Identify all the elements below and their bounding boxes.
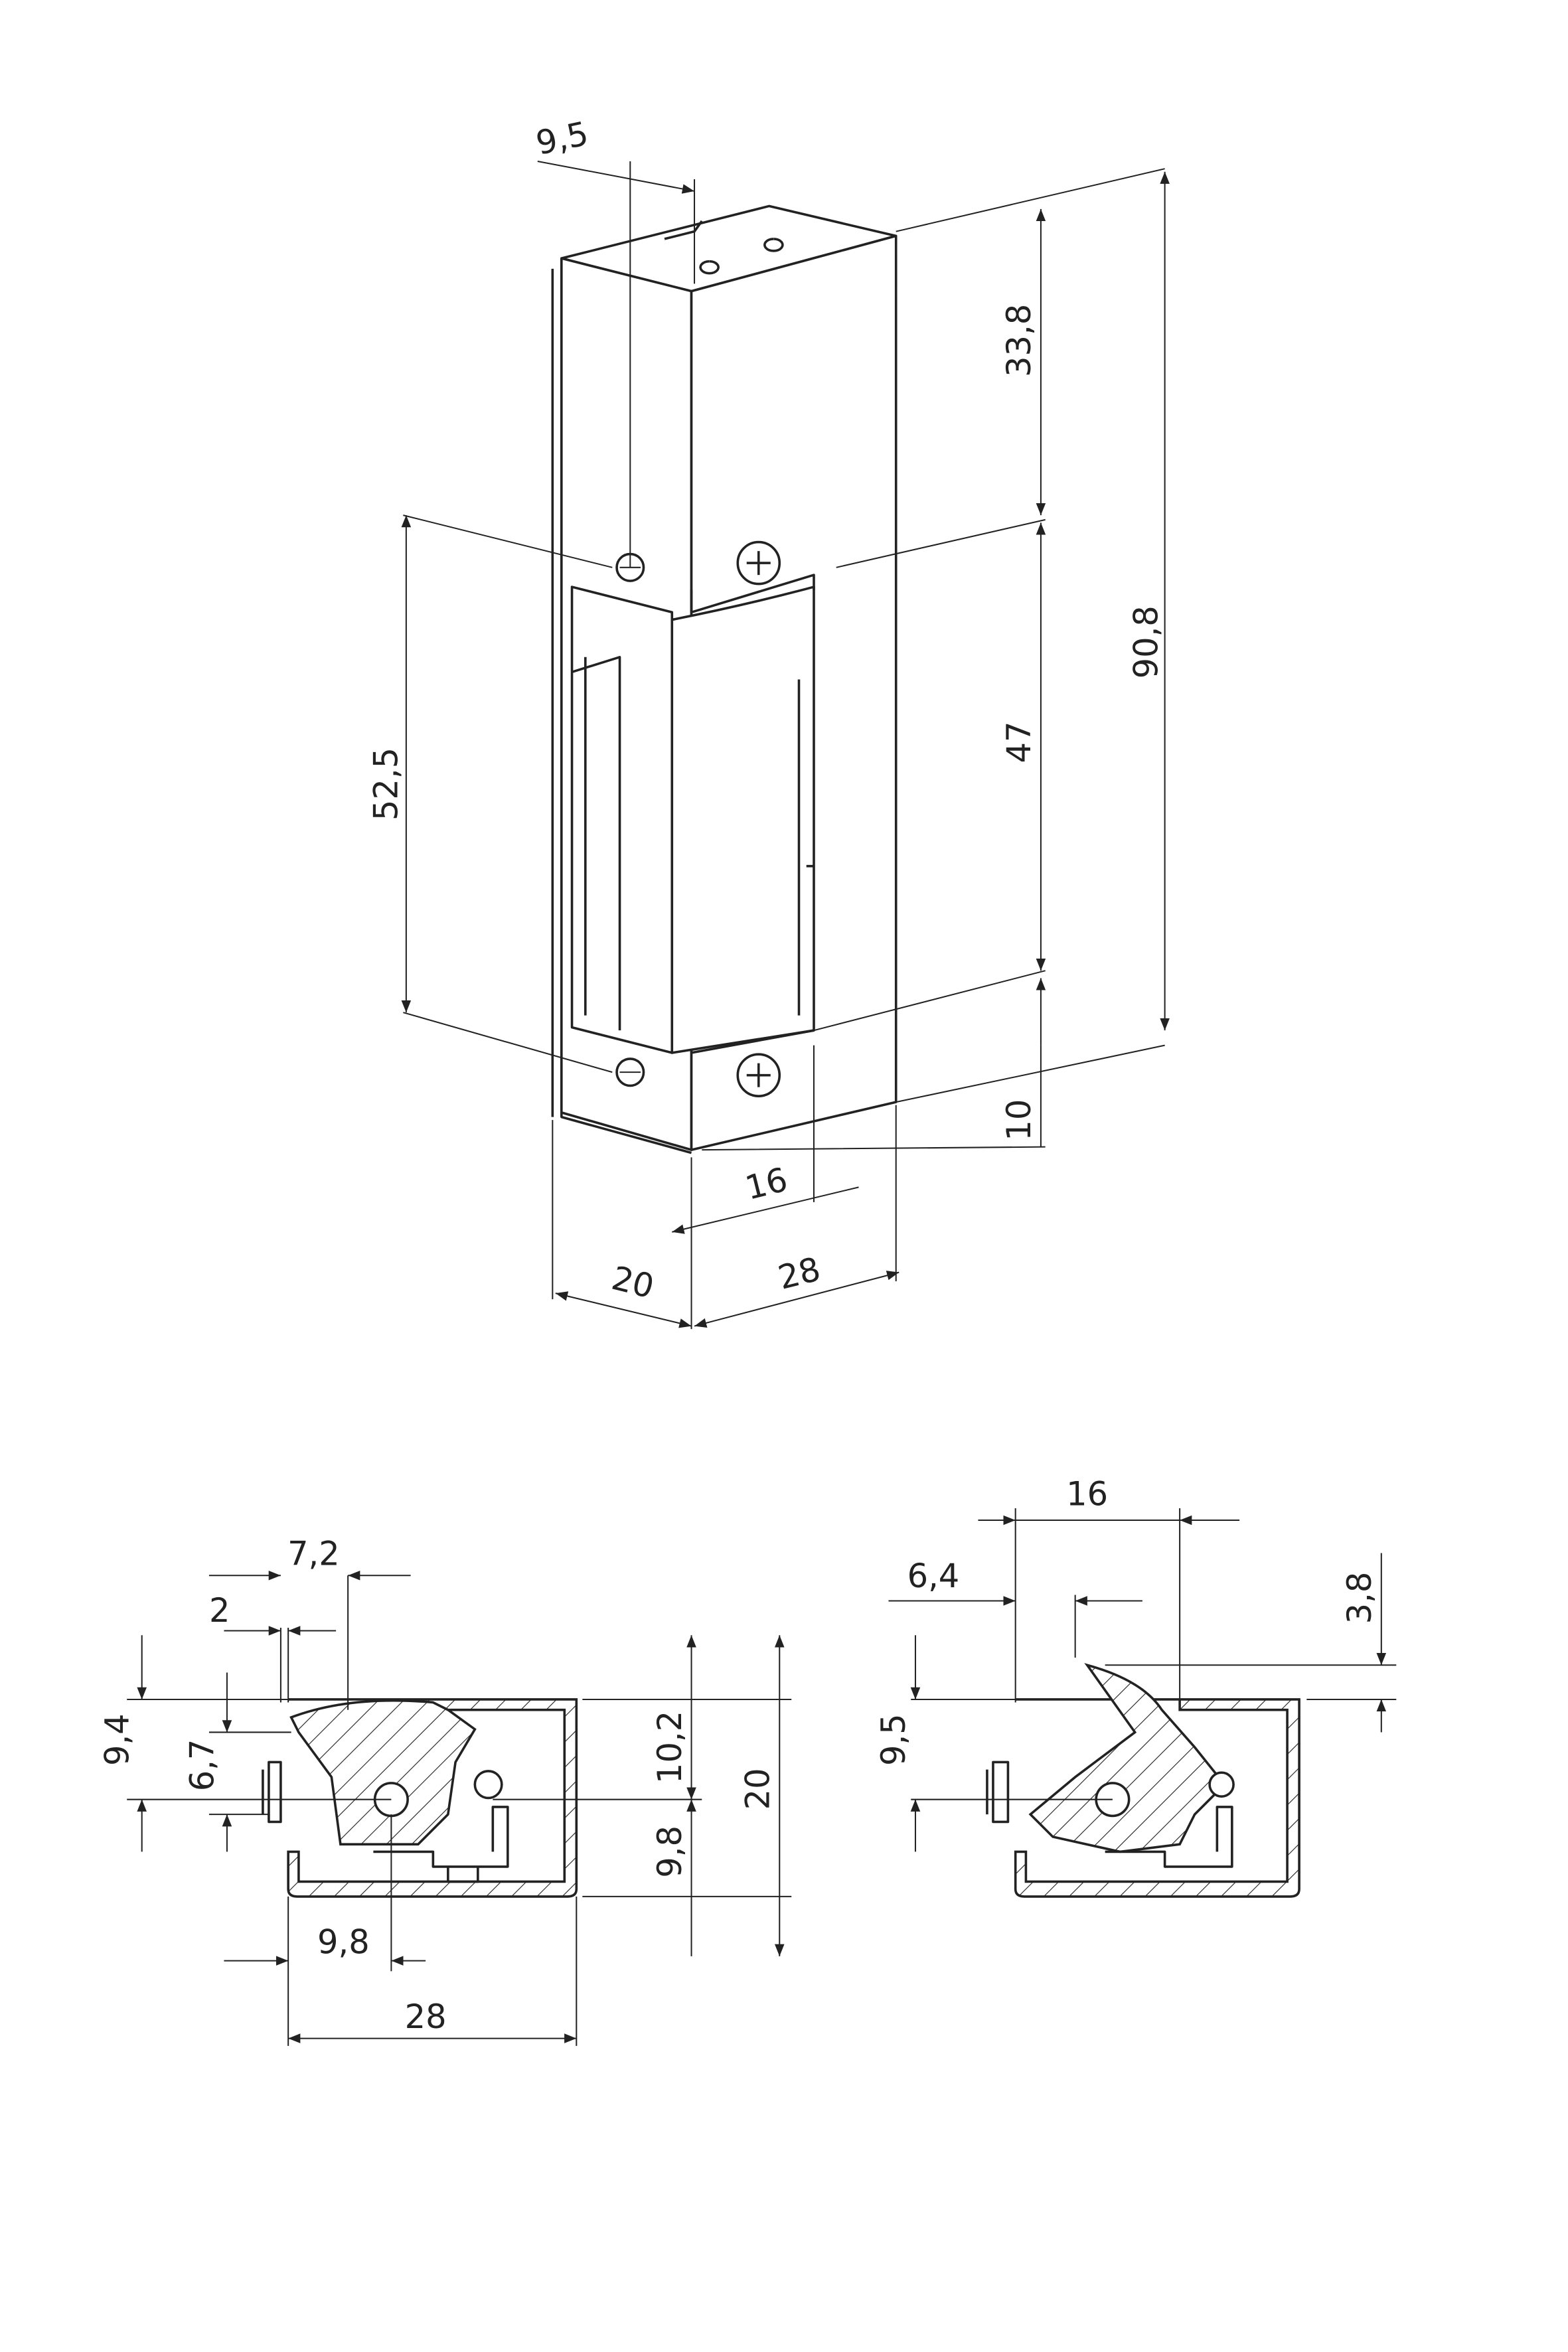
housing-open — [1014, 1698, 1300, 1898]
dimension-lines-closed — [127, 1570, 792, 2046]
dim-offset-2: 2 — [209, 1591, 230, 1630]
dim-offset-6-4: 6,4 — [907, 1557, 960, 1595]
dim-total-height: 90,8 — [1127, 605, 1165, 678]
keeper-parts — [262, 1761, 509, 1883]
dim-upper-10-2: 10,2 — [651, 1711, 689, 1784]
dim-height-6-7: 6,7 — [183, 1739, 222, 1792]
latch-open — [1028, 1663, 1227, 1853]
keeper-parts-open — [986, 1761, 1233, 1868]
dim-width-28: 28 — [405, 1998, 447, 2036]
dim-total-20: 20 — [739, 1768, 777, 1810]
dim-hole-spacing: 52,5 — [366, 747, 405, 821]
latch-inner — [797, 679, 814, 1016]
section-closed: 7,2 2 9,4 6,7 10,2 20 9,8 9,8 28 — [98, 1535, 792, 2046]
dimension-lines — [401, 160, 1170, 1330]
dimension-lines-open — [888, 1508, 1397, 1852]
dim-height-9-5: 9,5 — [874, 1713, 913, 1766]
cutout-inner — [572, 655, 621, 1031]
dim-hole-offset: 9,5 — [532, 114, 591, 163]
dim-top-section: 33,8 — [1000, 304, 1038, 377]
dim-lower-9-8: 9,8 — [651, 1826, 689, 1878]
dim-latch-height: 47 — [1000, 722, 1038, 763]
dim-width-16: 16 — [1066, 1475, 1108, 1514]
dim-faceplate-width: 20 — [608, 1259, 658, 1306]
spring-pin-open-icon — [1208, 1771, 1235, 1798]
section-line-bottom — [691, 1029, 815, 1054]
latch-section — [289, 1699, 477, 1845]
hole-bottom-icon — [615, 1058, 645, 1087]
screw-top-icon — [736, 540, 781, 586]
screw-bottom-icon — [736, 1053, 781, 1097]
spring-pin-icon — [473, 1770, 503, 1800]
dim-offset-7-2: 7,2 — [287, 1535, 340, 1573]
dim-height-9-4: 9,4 — [98, 1713, 136, 1766]
dim-pivot-9-8: 9,8 — [317, 1922, 370, 1961]
dim-latch-width: 16 — [742, 1160, 791, 1208]
dim-protrusion-3-8: 3,8 — [1340, 1572, 1379, 1624]
dim-body-depth: 28 — [774, 1249, 824, 1297]
section-line-top — [690, 574, 815, 614]
latch-bolt — [670, 586, 815, 1054]
faceplate-cutout — [570, 586, 674, 1054]
section-open: 16 6,4 3,8 9,5 — [874, 1475, 1397, 1898]
front-view: 9,5 33,8 90,8 52,5 47 10 16 20 28 — [366, 114, 1170, 1330]
dim-bottom-section: 10 — [1000, 1099, 1038, 1141]
housing — [287, 1698, 578, 1898]
